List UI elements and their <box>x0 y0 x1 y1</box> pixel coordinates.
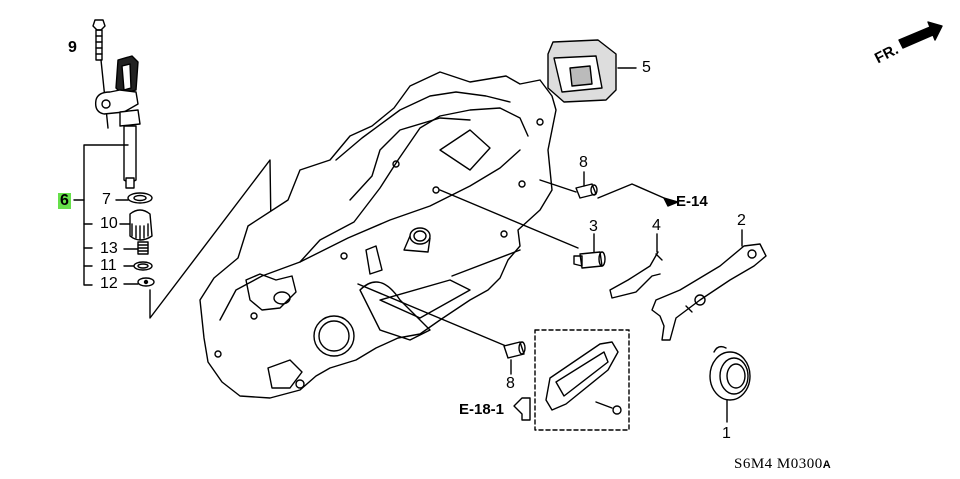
callout-2[interactable]: 2 <box>737 212 746 229</box>
spring-clip <box>609 233 663 299</box>
callout-6-highlighted[interactable]: 6 <box>58 192 71 209</box>
callout-8-lower[interactable]: 8 <box>506 375 515 392</box>
callout-7[interactable]: 7 <box>102 191 111 208</box>
callout-11[interactable]: 11 <box>100 257 117 274</box>
callout-3[interactable]: 3 <box>589 218 598 235</box>
dowel-pin-lower <box>503 341 526 375</box>
leader-line <box>439 189 579 249</box>
cover-plate <box>545 341 622 415</box>
callout-1[interactable]: 1 <box>722 425 731 442</box>
diagram-code-suffix: A <box>822 459 832 471</box>
reference-e18-1[interactable]: E-18-1 <box>459 401 505 418</box>
front-arrow-icon <box>898 21 943 49</box>
callout-13[interactable]: 13 <box>100 240 118 257</box>
callout-4[interactable]: 4 <box>652 217 661 234</box>
callout-10[interactable]: 10 <box>100 215 118 232</box>
release-bearing <box>709 345 751 423</box>
reference-e14[interactable]: E-14 <box>676 193 708 210</box>
speed-sensor-assembly <box>73 19 273 319</box>
callout-12[interactable]: 12 <box>100 275 118 292</box>
leader-line <box>539 179 577 193</box>
reference-arrow-icon <box>513 397 531 421</box>
callout-5[interactable]: 5 <box>642 59 651 76</box>
diagram-code-text: S6M4 M0300 <box>734 456 823 472</box>
arrow-icon <box>663 197 679 207</box>
diagram-code: S6M4 M0300A <box>734 456 831 473</box>
dowel-pin-upper <box>575 171 665 199</box>
callout-9[interactable]: 9 <box>68 39 77 56</box>
mount-part <box>547 39 637 103</box>
fitting <box>573 233 606 269</box>
dashed-box <box>534 329 630 431</box>
leader-line <box>357 283 507 347</box>
clutch-housing <box>199 71 557 399</box>
release-fork <box>651 229 767 341</box>
callout-8-upper[interactable]: 8 <box>579 154 588 171</box>
